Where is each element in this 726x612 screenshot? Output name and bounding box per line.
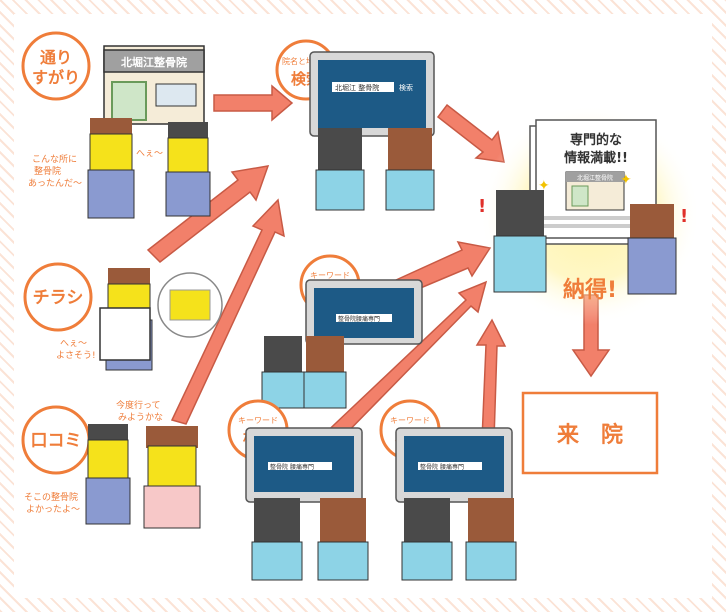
shop-building: 北堀江整骨院 — [103, 45, 205, 125]
wom-people — [85, 424, 201, 529]
kw3-search-label-small: キーワード — [390, 416, 430, 425]
kw1-search-label-small: キーワード — [310, 271, 350, 280]
visit-label: 来 院 — [556, 422, 623, 448]
street-people — [87, 118, 211, 219]
kw1-query-2: 腰痛専門 — [356, 315, 380, 323]
result-exclaim-right: ! — [680, 206, 688, 227]
kw1-search-monitor: 整骨院 腰痛専門 — [305, 279, 423, 345]
kw2-query-2: 腰痛専門 — [290, 463, 314, 471]
channel-street-label-1: 通り — [40, 48, 72, 67]
kw2-search-monitor: 整骨院 腰痛専門 — [245, 427, 363, 503]
channel-street: 通り すがり — [21, 31, 91, 101]
arrow-wom-to-area-search — [170, 198, 285, 425]
street-speech-right: へぇ～ — [136, 149, 163, 159]
street-speech-left-2: 整骨院 — [34, 165, 61, 177]
result-heading-1: 専門的な — [570, 132, 622, 148]
kw3-query-1: 整骨院 — [420, 463, 438, 471]
wom-speech-bottom-1: そこの整骨院 — [24, 491, 78, 503]
flyer-speech: へぇ～ よさそう! — [56, 339, 96, 361]
street-speech-left-3: あったんだ～ — [28, 178, 82, 189]
channel-wom-label: 口コミ — [31, 431, 82, 451]
area-search-query: 北堀江 整骨院 — [335, 83, 379, 92]
kw2-search-label-small: キーワード — [238, 416, 278, 425]
result-verdict: 納得! — [563, 277, 617, 303]
area-search-people — [315, 128, 435, 211]
area-search-label-small: 院名と地域で — [282, 56, 330, 66]
area-search-monitor: 北堀江 整骨院 検索 — [309, 51, 435, 137]
street-speech-left-1: こんな所に — [32, 154, 77, 165]
kw3-query-2: 腰痛専門 — [440, 463, 464, 471]
kw1-query-1: 整骨院 — [338, 315, 356, 323]
arrow-street-to-area-search — [213, 84, 294, 122]
channel-street-label-2: すがり — [32, 68, 80, 87]
flyer-speech-1: へぇ～ — [60, 339, 87, 349]
area-search-button: 検索 — [399, 83, 413, 92]
kw1-search-people — [261, 336, 347, 409]
flyer-person — [99, 268, 153, 371]
wom-speech-top-2: みようかな — [118, 412, 163, 423]
result-sparkle-2: ✦ — [620, 172, 632, 188]
kw2-query-1: 整骨院 — [270, 463, 288, 471]
flow-arrows — [146, 84, 611, 454]
channel-wom: 口コミ — [21, 405, 91, 475]
result-people: ! ! — [478, 190, 688, 295]
street-speech: こんな所に 整骨院 あったんだ～ へぇ～ — [28, 149, 163, 189]
flyer-speech-2: よさそう! — [56, 350, 96, 361]
visit-box: 来 院 — [521, 391, 659, 475]
result-heading-2: 情報満載!! — [564, 150, 628, 166]
shop-sign: 北堀江整骨院 — [121, 55, 187, 69]
wom-speech-top-1: 今度行って — [116, 399, 161, 411]
kw3-search-people — [401, 498, 517, 581]
arrow-area-search-to-result — [436, 103, 505, 163]
result-exclaim-left: ! — [478, 196, 486, 217]
kw3-search-monitor: 整骨院 腰痛専門 — [395, 427, 513, 503]
channel-flyer-label: チラシ — [33, 288, 84, 308]
arrow-kw3-to-result — [475, 318, 507, 441]
wom-speech: 今度行って みようかな そこの整骨院 よかったよ～ — [24, 399, 163, 515]
channel-flyer: チラシ — [23, 262, 93, 332]
kw2-search-people — [251, 498, 369, 581]
result-shop-sign: 北堀江整骨院 — [577, 174, 613, 182]
flyer-bubble — [157, 272, 223, 338]
wom-speech-bottom-2: よかったよ～ — [26, 504, 80, 515]
